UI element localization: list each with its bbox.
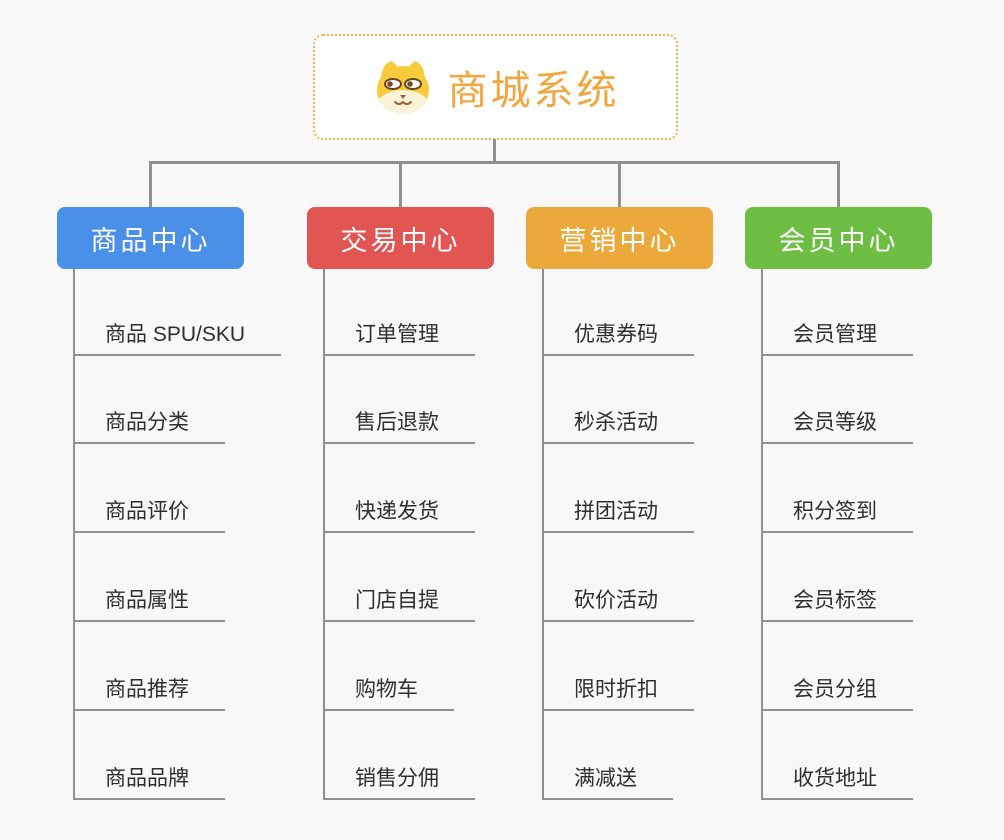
subtopic-member-tags[interactable]: 会员标签 xyxy=(761,588,913,622)
subtopic-coupon-codes[interactable]: 优惠券码 xyxy=(542,322,694,356)
subtopic-member-management[interactable]: 会员管理 xyxy=(761,322,913,356)
subtopic-product-review[interactable]: 商品评价 xyxy=(73,499,225,533)
branch-node-marketing-center[interactable]: 营销中心 xyxy=(526,207,713,269)
dog-face-icon xyxy=(376,61,429,114)
subtopic-store-pickup[interactable]: 门店自提 xyxy=(323,588,475,622)
connector-root-stem xyxy=(493,139,496,164)
branch-spine-member-center xyxy=(761,269,763,800)
subtopic-sales-commission[interactable]: 销售分佣 xyxy=(323,766,475,800)
subtopic-points-checkin[interactable]: 积分签到 xyxy=(761,499,913,533)
subtopic-shopping-cart[interactable]: 购物车 xyxy=(323,677,454,711)
connector-trunk xyxy=(149,161,840,164)
subtopic-product-spu-sku[interactable]: 商品 SPU/SKU xyxy=(73,322,282,356)
subtopic-product-attribute[interactable]: 商品属性 xyxy=(73,588,225,622)
subtopic-shipping-address[interactable]: 收货地址 xyxy=(761,766,913,800)
subtopic-spend-save[interactable]: 满减送 xyxy=(542,766,673,800)
connector-stem-trade xyxy=(399,161,402,208)
root-node[interactable]: 商城系统 xyxy=(313,34,678,140)
branch-node-member-center[interactable]: 会员中心 xyxy=(745,207,932,269)
root-title: 商城系统 xyxy=(447,69,620,113)
branch-spine-marketing-center xyxy=(542,269,544,800)
connector-stem-members xyxy=(837,161,840,208)
branch-node-product-center[interactable]: 商品中心 xyxy=(57,207,244,269)
subtopic-member-groups[interactable]: 会员分组 xyxy=(761,677,913,711)
subtopic-member-level[interactable]: 会员等级 xyxy=(761,410,913,444)
subtopic-product-recommend[interactable]: 商品推荐 xyxy=(73,677,225,711)
branch-spine-product-center xyxy=(73,269,75,800)
subtopic-bargain-activity[interactable]: 砍价活动 xyxy=(542,588,694,622)
branch-node-trade-center[interactable]: 交易中心 xyxy=(307,207,494,269)
connector-stem-products xyxy=(149,161,152,208)
subtopic-express-delivery[interactable]: 快递发货 xyxy=(323,499,475,533)
subtopic-flash-sale[interactable]: 秒杀活动 xyxy=(542,410,694,444)
connector-stem-marketing xyxy=(618,161,621,208)
subtopic-product-category[interactable]: 商品分类 xyxy=(73,410,225,444)
subtopic-group-buying[interactable]: 拼团活动 xyxy=(542,499,694,533)
branch-spine-trade-center xyxy=(323,269,325,800)
subtopic-product-brand[interactable]: 商品品牌 xyxy=(73,766,225,800)
subtopic-aftersale-refund[interactable]: 售后退款 xyxy=(323,410,475,444)
subtopic-order-management[interactable]: 订单管理 xyxy=(323,322,475,356)
subtopic-limited-discount[interactable]: 限时折扣 xyxy=(542,677,694,711)
